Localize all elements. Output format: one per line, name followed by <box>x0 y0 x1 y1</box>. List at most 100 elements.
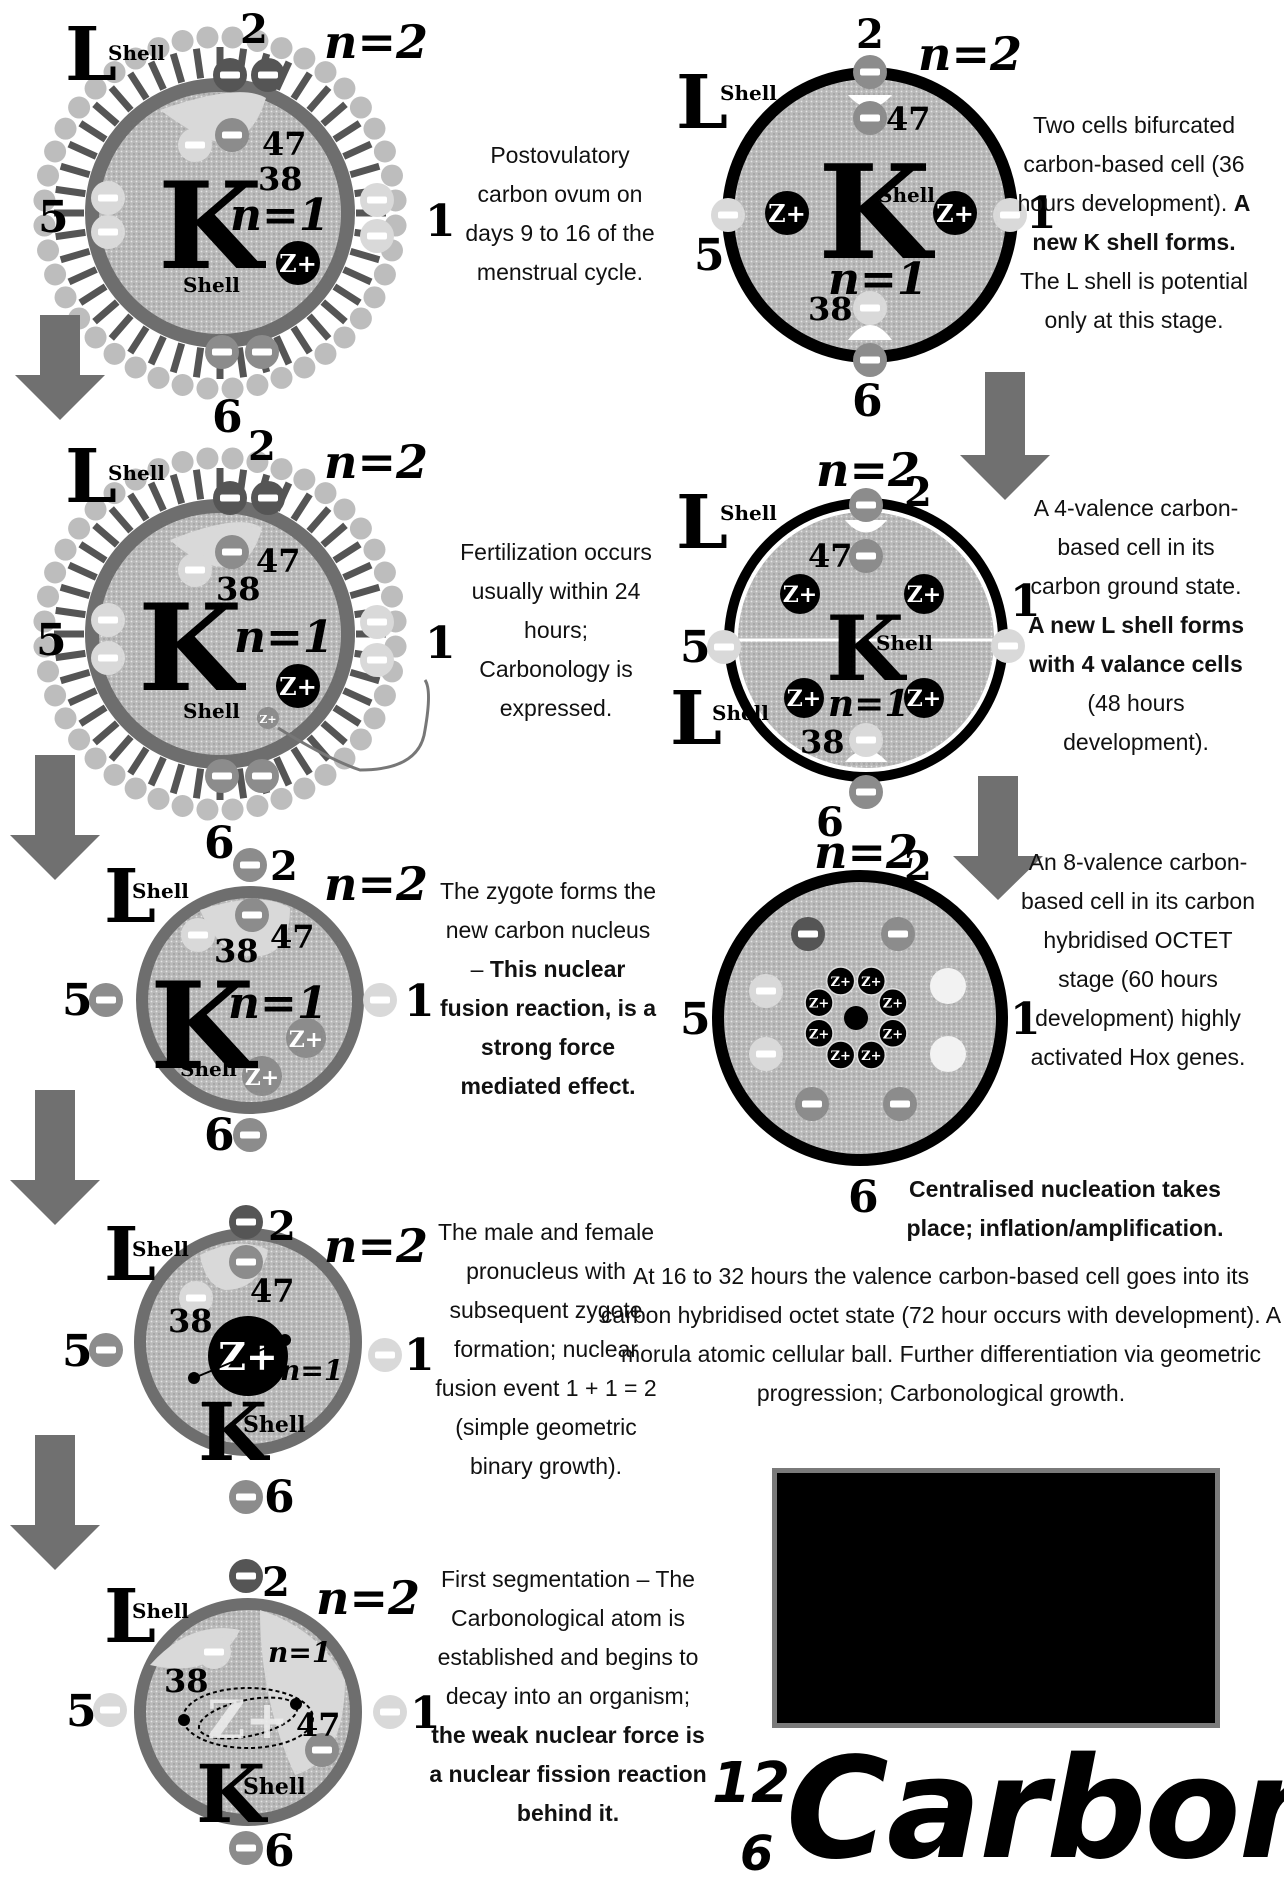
caption-four-cell-text: A 4-valence carbon-based cell in its car… <box>1030 495 1242 599</box>
n2-label: n=2 <box>324 1219 428 1273</box>
octet-diagram: Z+Z+Z+Z+Z+Z+Z+Z+ L Shell n=2 2 5 1 6 <box>670 676 1041 1223</box>
num-2: 2 <box>856 11 884 58</box>
caption-four-cell-bold: A new L shell forms with 4 valance cells <box>1028 612 1244 677</box>
num-6: 6 <box>204 1110 235 1161</box>
corona-cell <box>37 239 60 262</box>
num-5: 5 <box>62 1326 93 1377</box>
k-label: K <box>826 596 907 702</box>
corona-spike <box>67 687 98 707</box>
n2-label: n=2 <box>816 443 920 497</box>
num-2: 2 <box>270 843 298 890</box>
corona-spike <box>67 266 98 286</box>
corona-spike <box>127 492 150 522</box>
corona-cell <box>44 263 67 286</box>
zygote-diagram: Z+ Z+ K Shell n=1 47 38 L Shell 2 n=2 5 … <box>62 843 435 1161</box>
corona-cell <box>124 468 147 491</box>
corona-cell <box>349 307 372 330</box>
num-38: 38 <box>164 1662 209 1700</box>
octet-nucleus <box>804 987 834 1018</box>
caption-zygote-bold: This nuclear fusion reaction, is a stron… <box>440 956 656 1099</box>
corona-spike <box>192 48 205 79</box>
n1-label: n=1 <box>228 978 327 1029</box>
corona-spike <box>59 583 91 600</box>
corona-cell <box>349 517 372 540</box>
caption-fertilization: Fertilization occurs usually within 24 h… <box>460 539 652 721</box>
corona-spike <box>332 541 362 564</box>
caption-two-cell-bold: A new K shell forms. <box>1032 190 1251 255</box>
corona-spike <box>67 140 98 160</box>
corona-cell <box>196 26 219 49</box>
corona-spike <box>59 162 91 179</box>
corona-cell <box>84 498 107 521</box>
caption-four-cell: A 4-valence carbon-based cell in its car… <box>1022 489 1250 762</box>
num-1: 1 <box>425 196 456 247</box>
corona-spike <box>306 506 332 534</box>
corona-spike <box>290 746 313 776</box>
num-1: 1 <box>404 976 435 1027</box>
corona-spike <box>78 120 108 143</box>
l-label: L <box>104 854 156 940</box>
embryo-photo <box>772 1468 1220 1728</box>
corona-cell <box>314 763 337 786</box>
corona-spike <box>78 704 108 727</box>
corona-spike <box>92 522 120 548</box>
num-5: 5 <box>694 230 725 281</box>
num-6: 6 <box>264 1472 295 1523</box>
corona-cell <box>68 517 91 540</box>
corona-spike <box>169 473 186 505</box>
arrow-down <box>953 776 1043 900</box>
corona-cell <box>221 377 244 400</box>
corona-spike <box>147 481 167 512</box>
corona-spike <box>147 756 167 787</box>
corona-spike <box>349 668 381 685</box>
corona-cell <box>246 30 269 53</box>
num-47: 47 <box>808 537 853 575</box>
num-47: 47 <box>270 918 315 956</box>
l-label: L <box>104 1212 156 1298</box>
l-label: L <box>65 434 117 520</box>
octet-nucleus <box>856 966 887 996</box>
num-1: 1 <box>404 1330 435 1381</box>
num-38: 38 <box>258 160 303 198</box>
corona-radiata <box>33 26 407 400</box>
caption-two-cell-text: Two cells bifurcated carbon-based cell (… <box>1017 112 1245 216</box>
zplus-label: Z+ <box>279 249 317 278</box>
arrow-down <box>10 1435 100 1570</box>
shell-label: Shell <box>132 879 189 903</box>
num-38: 38 <box>168 1302 213 1340</box>
corona-cell <box>103 61 126 84</box>
corona-cell <box>147 787 170 810</box>
octet-nucleus <box>878 1018 908 1049</box>
corona-cell <box>221 447 244 470</box>
corona-spike <box>342 561 373 581</box>
corona-cell <box>147 366 170 389</box>
caption-segmentation-bold: the weak nuclear force is a nuclear fiss… <box>429 1722 707 1826</box>
corona-cell <box>147 37 170 60</box>
corona-spike <box>55 185 86 198</box>
corona-spike <box>320 522 348 548</box>
zplus-label: Z+ <box>883 1027 903 1042</box>
arrow-down <box>15 315 105 420</box>
corona-cell <box>103 482 126 505</box>
caption-ovum: Postovulatory carbon ovum on days 9 to 1… <box>465 142 655 285</box>
corona-cell <box>380 585 403 608</box>
ovum-diagram: Z+ K Shell n=1 47 38 L Shell 2 n=2 5 1 <box>33 6 456 400</box>
num-1: 1 <box>425 618 456 669</box>
octet-nucleus <box>856 1040 887 1070</box>
corona-cell <box>33 635 56 658</box>
corona-spike <box>78 541 108 564</box>
corona-cell <box>124 777 147 800</box>
corona-cell <box>84 77 107 100</box>
corona-cell <box>373 684 396 707</box>
corona-cell <box>54 286 77 309</box>
corona-cell <box>84 747 107 770</box>
zplus-label: Z+ <box>207 1690 289 1751</box>
corona-cell <box>314 482 337 505</box>
num-5: 5 <box>66 1686 97 1737</box>
zplus-label: Z+ <box>809 1027 829 1042</box>
zplus-label: Z+ <box>245 1065 280 1091</box>
shell-label: Shell <box>180 1057 237 1081</box>
l-label: L <box>676 480 728 566</box>
zplus-label: Z+ <box>861 1049 881 1064</box>
